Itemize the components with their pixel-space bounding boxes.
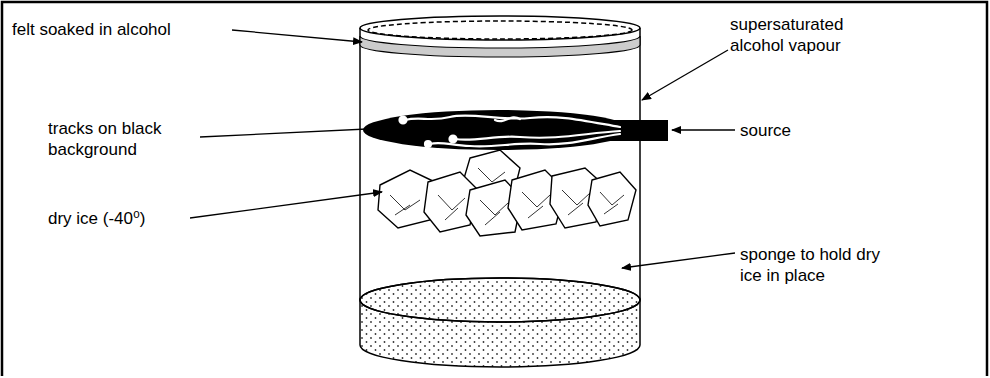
- part-label: supersaturated alcohol vapour: [730, 14, 880, 56]
- part-label: tracks on black background: [48, 118, 208, 160]
- sponge: [360, 278, 640, 367]
- black-background: [363, 110, 668, 150]
- particle-tracks: [400, 115, 621, 147]
- part-label: felt soaked in alcohol: [12, 19, 242, 40]
- felt-band: [360, 36, 640, 57]
- part-label: source: [740, 120, 860, 141]
- leader-arrow: [190, 30, 735, 268]
- part-label: dry ice (-40⁰): [48, 208, 198, 229]
- dry-ice: [378, 150, 636, 236]
- part-label: sponge to hold dry ice in place: [740, 244, 900, 286]
- chamber-wall: [360, 16, 640, 300]
